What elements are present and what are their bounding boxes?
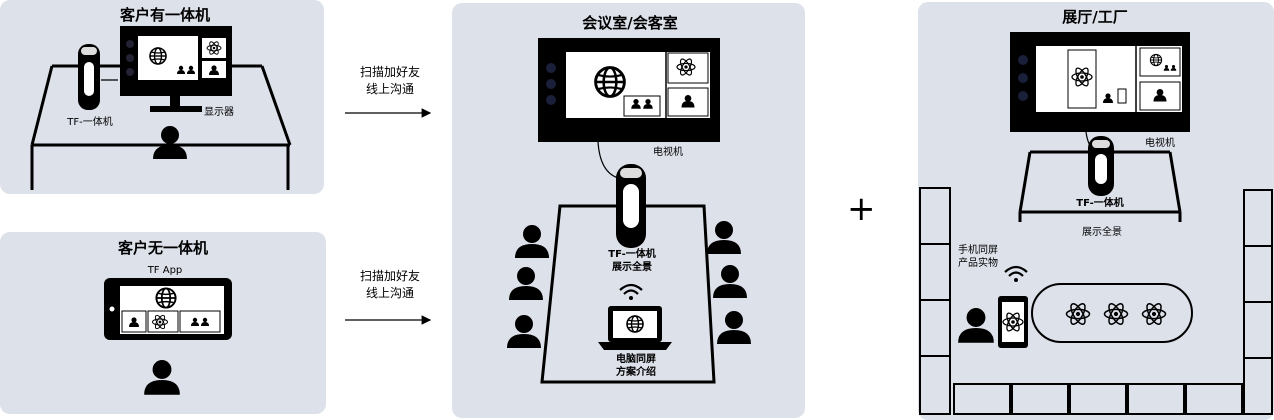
connector-top-line1: 扫描加好友 — [359, 65, 420, 79]
phone-app — [104, 278, 232, 340]
phone-label-line2: 产品实物 — [958, 258, 998, 269]
tv-label-showroom: 电视机 — [1145, 138, 1175, 149]
laptop-label-line1: 电脑同屏 — [616, 354, 656, 365]
customer-without-device-title: 客户无一体机 — [117, 239, 208, 257]
product-display-table — [1031, 283, 1193, 343]
plus-sign: + — [847, 189, 876, 229]
customer-person-1 — [153, 126, 187, 159]
tf-device-showroom — [1088, 136, 1114, 196]
meeting-table — [540, 204, 716, 384]
tf-device-meeting — [616, 164, 646, 248]
wifi-icon-showroom — [1003, 265, 1029, 284]
tv-meeting — [538, 38, 720, 179]
showroom-walls — [919, 187, 1273, 415]
app-label: TF App — [147, 265, 183, 276]
wifi-icon-meeting — [618, 283, 644, 302]
connector-label-bottom: 扫描加好友 线上沟通 — [330, 268, 450, 302]
laptop-label-line2: 方案介绍 — [616, 367, 656, 378]
showroom-person — [958, 308, 994, 343]
tf-device-1 — [78, 44, 118, 110]
phone-showroom — [998, 296, 1028, 348]
connector-label-top: 扫描加好友 线上沟通 — [330, 64, 450, 98]
tf-device-label-showroom: TF-一体机 — [1076, 198, 1124, 209]
tf-device-label-1: TF-一体机 — [67, 117, 113, 128]
meeting-room-title: 会议室/会客室 — [582, 14, 678, 32]
tf-device-label-meeting: TF-一体机 展示全景 — [600, 248, 664, 274]
participant-left-3 — [507, 315, 541, 348]
participant-left-1 — [515, 225, 549, 258]
monitor-label: 显示器 — [204, 107, 234, 118]
showroom-title: 展厅/工厂 — [1062, 8, 1128, 26]
participant-left-2 — [509, 267, 543, 300]
monitor-1 — [120, 26, 232, 112]
customer-person-2 — [144, 360, 180, 395]
laptop — [598, 306, 672, 350]
participant-right-3 — [717, 311, 751, 344]
connector-bottom-line1: 扫描加好友 — [359, 269, 420, 283]
tv-label-meeting: 电视机 — [653, 147, 683, 158]
tv-showroom — [1010, 32, 1190, 151]
tf-device-label-meeting-line1: TF-一体机 — [608, 249, 656, 260]
panorama-label: 展示全景 — [1082, 227, 1122, 238]
phone-label: 手机同屏 产品实物 — [950, 244, 1006, 270]
customer-with-device-title: 客户有一体机 — [119, 6, 210, 24]
phone-label-line1: 手机同屏 — [958, 245, 998, 256]
connector-top-line2: 线上沟通 — [365, 82, 414, 96]
connector-bottom-line2: 线上沟通 — [365, 286, 414, 300]
laptop-label: 电脑同屏 方案介绍 — [604, 353, 668, 379]
tf-device-label-meeting-line2: 展示全景 — [612, 262, 652, 273]
participant-right-1 — [707, 221, 741, 254]
participant-right-2 — [713, 265, 747, 298]
